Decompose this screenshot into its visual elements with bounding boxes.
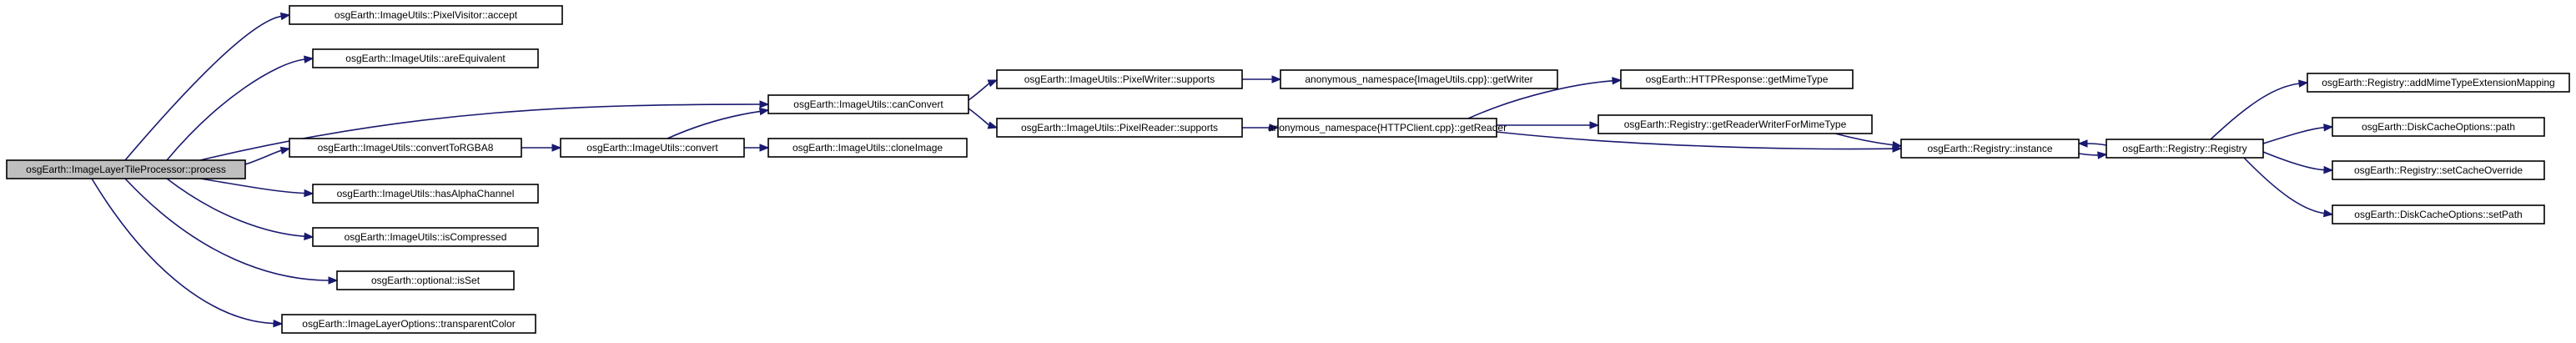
- node-label: osgEarth::ImageLayerTileProcessor::proce…: [26, 164, 226, 175]
- node-box: [2106, 139, 2264, 159]
- node-addMime[interactable]: osgEarth::Registry::addMimeTypeExtension…: [2307, 73, 2570, 93]
- node-label: osgEarth::DiskCacheOptions::setPath: [2354, 209, 2522, 220]
- node-label: osgEarth::ImageUtils::areEquivalent: [345, 53, 506, 64]
- node-getReader[interactable]: anonymous_namespace{HTTPClient.cpp}::get…: [1268, 118, 1507, 138]
- node-box: [996, 118, 1243, 138]
- node-box: [1280, 69, 1558, 89]
- edge-convert-to-cloneImg: [743, 144, 770, 152]
- edge-process-to-transp: [91, 178, 284, 328]
- edge-process-to-pv_accept: [124, 12, 291, 161]
- node-label: osgEarth::ImageUtils::canConvert: [793, 98, 943, 110]
- node-dcoSetPath[interactable]: osgEarth::DiskCacheOptions::setPath: [2332, 204, 2545, 224]
- edge-registry-to-setCache: [2262, 151, 2334, 174]
- edge-registry-to-dcoSetPath: [2243, 157, 2334, 218]
- node-box: [289, 138, 522, 158]
- node-label: anonymous_namespace{ImageUtils.cpp}::get…: [1305, 73, 1532, 85]
- node-box: [1597, 114, 1873, 134]
- edge-registry-to-instance: [2077, 139, 2107, 148]
- node-box: [2332, 160, 2545, 180]
- edge-getRW-to-instance: [1834, 133, 1903, 149]
- node-label: osgEarth::ImageUtils::convertToRGBA8: [318, 142, 494, 154]
- node-label: osgEarth::ImageUtils::hasAlphaChannel: [337, 188, 515, 199]
- node-box: [1900, 139, 2080, 159]
- node-pv_accept[interactable]: osgEarth::ImageUtils::PixelVisitor::acce…: [289, 5, 563, 25]
- node-label: osgEarth::Registry::Registry: [2122, 143, 2246, 154]
- nodes-layer: osgEarth::ImageLayerTileProcessor::proce…: [6, 5, 2570, 334]
- node-box: [2307, 73, 2570, 93]
- node-label: osgEarth::ImageUtils::cloneImage: [792, 142, 943, 154]
- node-getRW[interactable]: osgEarth::Registry::getReaderWriterForMi…: [1597, 114, 1873, 134]
- edge-instance-to-registry: [2078, 151, 2108, 159]
- edge-process-to-isSet: [124, 178, 339, 285]
- node-hasAlpha[interactable]: osgEarth::ImageUtils::hasAlphaChannel: [312, 184, 539, 204]
- edge-process-to-areEq: [166, 55, 314, 161]
- node-areEq[interactable]: osgEarth::ImageUtils::areEquivalent: [312, 48, 539, 68]
- node-isSet[interactable]: osgEarth::optional::isSet: [336, 270, 515, 290]
- node-box: [312, 184, 539, 204]
- node-box: [767, 94, 969, 114]
- edge-pw_supports-to-getWriter: [1241, 75, 1282, 83]
- node-label: osgEarth::ImageLayerOptions::transparent…: [302, 318, 515, 330]
- node-instance[interactable]: osgEarth::Registry::instance: [1900, 139, 2080, 159]
- edge-registry-to-addMime: [2210, 79, 2309, 140]
- node-pw_supports[interactable]: osgEarth::ImageUtils::PixelWriter::suppo…: [996, 69, 1243, 89]
- edge-process-to-isComp: [166, 178, 314, 240]
- edge-getReader-to-getRW: [1496, 121, 1600, 129]
- node-box: [996, 69, 1243, 89]
- edge-pr_supports-to-getReader: [1242, 124, 1280, 132]
- node-isComp[interactable]: osgEarth::ImageUtils::isCompressed: [312, 227, 539, 247]
- node-transp[interactable]: osgEarth::ImageLayerOptions::transparent…: [281, 314, 536, 334]
- node-process[interactable]: osgEarth::ImageLayerTileProcessor::proce…: [6, 159, 246, 179]
- node-box: [312, 227, 539, 247]
- node-label: osgEarth::ImageUtils::isCompressed: [345, 231, 507, 243]
- node-getWriter[interactable]: anonymous_namespace{ImageUtils.cpp}::get…: [1280, 69, 1558, 89]
- node-dcoPath[interactable]: osgEarth::DiskCacheOptions::path: [2332, 117, 2545, 137]
- node-box: [289, 5, 563, 25]
- edge-canConvert-to-pw_supports: [968, 79, 999, 101]
- node-box: [1277, 118, 1497, 138]
- node-label: osgEarth::HTTPResponse::getMimeType: [1646, 73, 1829, 85]
- node-label: anonymous_namespace{HTTPClient.cpp}::get…: [1268, 122, 1507, 134]
- node-label: osgEarth::optional::isSet: [371, 275, 480, 286]
- node-label: osgEarth::Registry::instance: [1927, 143, 2052, 154]
- node-box: [6, 159, 246, 179]
- edge-process-to-hasAlpha: [199, 178, 314, 198]
- node-box: [767, 138, 968, 158]
- edge-canConvert-to-pr_supports: [968, 108, 999, 129]
- node-box: [2332, 204, 2545, 224]
- node-setCache[interactable]: osgEarth::Registry::setCacheOverride: [2332, 160, 2545, 180]
- node-canConvert[interactable]: osgEarth::ImageUtils::canConvert: [767, 94, 969, 114]
- node-label: osgEarth::Registry::setCacheOverride: [2354, 164, 2523, 176]
- node-convert[interactable]: osgEarth::ImageUtils::convert: [560, 138, 745, 158]
- node-box: [1620, 69, 1854, 89]
- node-box: [336, 270, 515, 290]
- node-label: osgEarth::ImageUtils::PixelReader::suppo…: [1021, 122, 1218, 134]
- node-box: [312, 48, 539, 68]
- node-getMime[interactable]: osgEarth::HTTPResponse::getMimeType: [1620, 69, 1854, 89]
- node-label: osgEarth::DiskCacheOptions::path: [2362, 121, 2515, 133]
- node-registry[interactable]: osgEarth::Registry::Registry: [2106, 139, 2264, 159]
- edge-getReader-to-getMime: [1467, 77, 1623, 119]
- edge-registry-to-dcoPath: [2262, 124, 2334, 144]
- node-label: osgEarth::ImageUtils::PixelWriter::suppo…: [1024, 73, 1215, 85]
- edge-toRGBA8-to-convert: [521, 144, 562, 152]
- edge-process-to-toRGBA8: [244, 146, 291, 165]
- edges-layer: [91, 12, 2334, 328]
- node-box: [560, 138, 745, 158]
- node-label: osgEarth::ImageUtils::convert: [586, 142, 718, 154]
- node-pr_supports[interactable]: osgEarth::ImageUtils::PixelReader::suppo…: [996, 118, 1243, 138]
- node-label: osgEarth::Registry::addMimeTypeExtension…: [2322, 77, 2554, 88]
- edge-convert-to-canConvert: [667, 107, 770, 139]
- node-box: [281, 314, 536, 334]
- node-label: osgEarth::ImageUtils::PixelVisitor::acce…: [335, 9, 518, 21]
- node-label: osgEarth::Registry::getReaderWriterForMi…: [1624, 119, 1847, 130]
- node-box: [2332, 117, 2545, 137]
- node-cloneImg[interactable]: osgEarth::ImageUtils::cloneImage: [767, 138, 968, 158]
- node-toRGBA8[interactable]: osgEarth::ImageUtils::convertToRGBA8: [289, 138, 522, 158]
